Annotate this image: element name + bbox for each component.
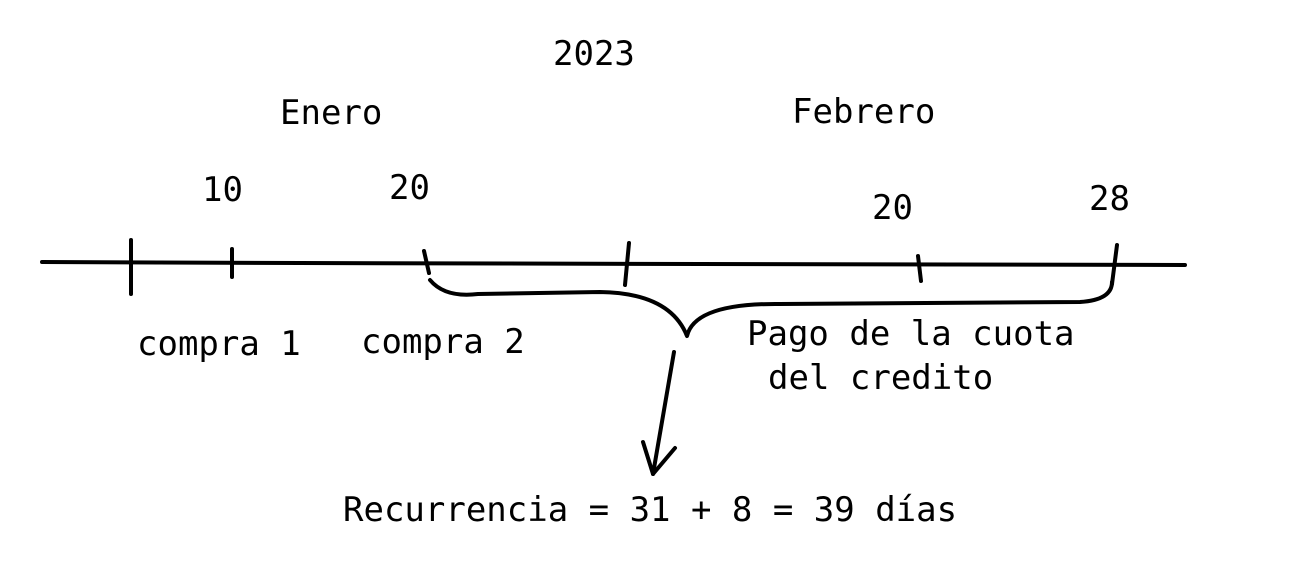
event-label-purchase-1: compra 1 xyxy=(137,324,301,364)
tick-month-boundary xyxy=(623,241,631,287)
day-label-jan-10: 10 xyxy=(202,170,243,210)
month-label-january: Enero xyxy=(280,93,383,133)
timeline-axis xyxy=(40,260,1187,267)
arrow-shaft xyxy=(651,350,676,476)
day-label-feb-20: 20 xyxy=(872,188,913,228)
arrow-head xyxy=(641,440,677,476)
year-label: 2023 xyxy=(553,34,635,74)
month-label-february: Febrero xyxy=(792,92,936,132)
day-label-feb-28: 28 xyxy=(1089,179,1130,219)
recurrence-brace xyxy=(428,278,1114,338)
event-label-payment-line-1: Pago de la cuota xyxy=(747,314,1075,354)
tick-feb-20 xyxy=(916,254,923,283)
tick-jan-20 xyxy=(422,249,431,275)
recurrence-result: Recurrencia = 31 + 8 = 39 días xyxy=(343,490,958,530)
event-label-payment-line-2: del credito xyxy=(768,358,994,398)
tick-feb-28 xyxy=(1110,243,1119,286)
event-label-purchase-2: compra 2 xyxy=(361,322,525,362)
day-label-jan-20: 20 xyxy=(389,168,430,208)
